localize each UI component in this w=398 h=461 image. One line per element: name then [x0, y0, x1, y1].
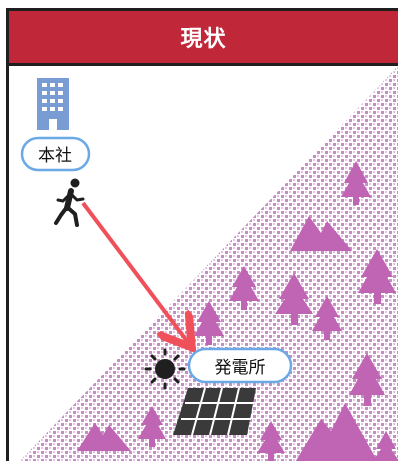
solar-panel-icon	[173, 387, 256, 436]
tree-icon	[341, 161, 371, 205]
power-plant-label: 発電所	[187, 347, 293, 384]
building-icon	[37, 78, 69, 130]
rural-area-region	[19, 66, 398, 461]
tree-icon	[194, 301, 224, 345]
tree-icon	[358, 249, 396, 304]
mountain-icon	[77, 423, 131, 451]
tree-icon	[257, 421, 285, 461]
diagram-canvas: 本社	[19, 66, 398, 461]
tree-icon	[138, 406, 166, 447]
tree-icon	[373, 431, 398, 461]
tree-icon	[229, 266, 259, 310]
route-arrow	[81, 201, 187, 341]
walking-person-icon	[54, 178, 85, 227]
tree-icon	[312, 296, 342, 340]
page-title: 現状	[9, 11, 398, 66]
tree-icon	[275, 273, 313, 325]
tree-icon	[349, 353, 385, 406]
mountain-icon	[295, 403, 378, 461]
head-office-label: 本社	[20, 136, 91, 172]
mountain-icon	[290, 216, 352, 251]
svg-text:本社: 本社	[38, 146, 72, 166]
sun-icon	[144, 348, 186, 390]
svg-text:発電所: 発電所	[215, 358, 266, 378]
diagram-panel: 本社	[6, 8, 398, 461]
